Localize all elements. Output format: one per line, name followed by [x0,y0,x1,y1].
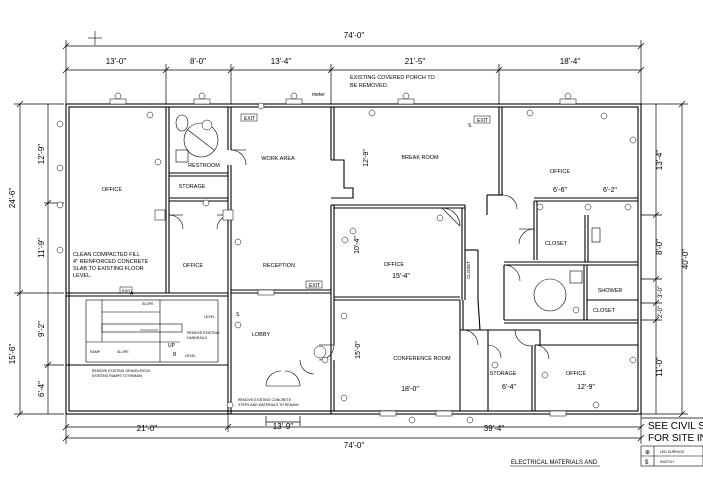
dim-top-seg-2: 8'-0" [190,57,206,66]
dimension-lines [14,40,688,444]
dim-right-overall: 40'-0" [681,249,690,270]
exit-sign-2: EXIT [477,118,488,124]
room-office-se: OFFICE [566,371,586,377]
ramp-level-label: LEVEL [185,354,196,358]
note-porch-line2: BE REMOVED. [350,83,389,89]
dim-right-seg-4: 2'-0" [658,306,664,318]
dim-overall-bottom: 74'-0" [344,441,365,450]
legend-switch-icon: $ [645,460,649,466]
dim-bottom-seg-1: 21'-0" [137,424,158,433]
doors [168,149,550,387]
dim-conference-width: 18'-0" [401,386,419,393]
dim-closet-b-width: 6'-2" [603,187,617,194]
electrical-materials-title: ELECTRICAL MATERIALS AND [511,460,598,466]
dim-right-seg-5: 11'-0" [655,357,664,377]
note-handrail-1: REMOVE EXISTING [187,331,220,335]
note-entry-1: REMOVE EXISTING CONCRETE [238,398,292,402]
dim-top-seg-1: 13'-0" [106,57,127,66]
switch-tag-1: S [236,312,240,318]
dim-left-lower-seg-2: 6'-4" [37,381,46,397]
note-slab-line3: SLAB TO EXISTING FLOOR [73,266,144,272]
room-office-nw: OFFICE [102,187,122,193]
ramp [85,299,219,363]
dim-office-a-depth: 10'-4" [354,236,361,254]
dim-conference-depth: 15'-0" [355,341,362,359]
dim-storage-width: 6'-4" [502,384,516,391]
note-handrail-2: HANDRAILS [187,336,208,340]
room-closet-v: CLOSET [466,261,471,279]
dim-left-seg-1: 12'-9" [37,144,46,165]
dim-office-c-width: 12'-9" [577,384,595,391]
note-slab-line2: 4" REINFORCED CONCRETE [73,259,149,265]
room-storage-n: STORAGE [179,184,206,190]
dim-top-seg-3: 13'-4" [271,57,292,66]
ramp-level-label-2: LEVEL [204,315,215,319]
dim-right-seg-2: 8'-0" [655,239,664,255]
room-shower: SHOWER [598,288,623,294]
legend-table [640,445,703,467]
note-slab-line4: LEVEL. [73,273,92,279]
legend-switch-label: SWITCH [660,460,674,464]
note-entry-2: STEPS AND MATERIALS TO REMAIN [238,403,299,407]
dim-top-seg-5: 18'-4" [560,57,581,66]
wall-fixtures [109,92,577,417]
room-closet-s: CLOSET [593,308,616,314]
note-slab-line1: CLEAN COMPACTED FILL [73,252,140,258]
exit-sign-3: EXIT [309,283,320,289]
receptacles [56,102,637,424]
dim-top-seg-4: 21'-5" [405,57,426,66]
door-tags [154,119,327,359]
dim-bottom-seg-2: 39'-4" [484,424,505,433]
exit-sign-1: EXIT [244,116,255,122]
dim-overall-top: 74'-0" [344,31,365,40]
receptacle-tag-b: B [173,352,177,358]
ramp-label: RAMP [90,350,101,354]
room-restroom: RESTROOM [188,163,220,169]
dim-left-seg-2: 11'-9" [37,238,46,258]
walls [65,103,642,415]
dim-closet-a-width: 6'-6" [553,187,567,194]
room-break-room: BREAK ROOM [401,155,439,161]
note-porch-line1: EXISTING COVERED PORCH TO [350,75,435,81]
dim-left-lower-seg-1: 9'-2" [37,321,46,337]
receptacle-tag-a: A [130,291,134,297]
site-note-line2: FOR SITE IN [648,433,703,444]
room-conference: CONFERENCE ROOM [393,356,451,362]
room-office-mid: OFFICE [384,262,404,268]
room-storage-s: STORAGE [490,371,517,377]
crosshair-icon [88,31,102,45]
room-lobby: LOBBY [252,332,271,338]
switch-tag-2: S [468,123,472,129]
legend-led-label: LED SURFACE [660,450,685,454]
room-work-area: WORK AREA [261,156,295,162]
exit-sign-4: EXIT [122,288,131,293]
dim-right-seg-1: 13'-4" [655,150,664,171]
room-closet-e: CLOSET [545,241,568,247]
site-note-line1: SEE CIVIL S [648,421,703,432]
room-office-ne: OFFICE [550,169,570,175]
dim-right-seg-3: 3'-0" [658,286,664,298]
ramp-up-label: UP [168,343,176,349]
dim-office-a-width: 15'-4" [392,273,410,280]
restroom-fixtures [175,114,601,312]
exit-signs [119,113,491,294]
ramp-slope-small: SLOPE [117,350,129,354]
room-office-w: OFFICE [183,263,203,269]
dim-entry-width: 13'-9" [273,422,294,431]
ramp-slope-label: SLOPE [142,302,154,306]
dim-left-overall: 24'-6" [8,188,17,209]
note-ramp-remove-1: REMOVE EXISTING GRAVEL/ROCK [92,369,151,373]
dim-work-area-depth: 12'-9" [363,149,370,167]
room-reception: RECEPTION [263,263,295,269]
note-meter: meter [312,92,325,98]
note-ramp-remove-2: EXISTING RAMPS TO REMAIN [92,374,143,378]
legend-led-icon: ⊕ [645,450,650,456]
dim-left-lower-overall: 15'-6" [8,344,17,365]
